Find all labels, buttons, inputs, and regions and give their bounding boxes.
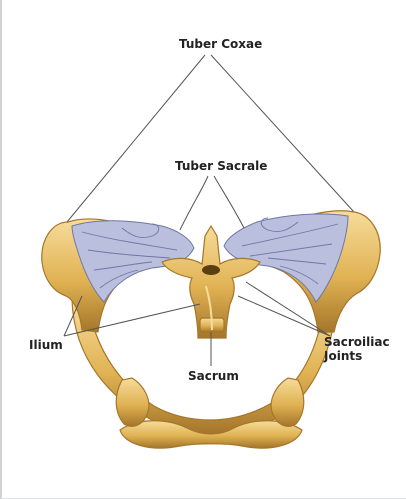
label-sacrum: Sacrum: [188, 370, 239, 384]
label-ilium: Ilium: [29, 339, 63, 353]
leader-line-tuber-coxae-left: [67, 55, 205, 222]
ischium-right: [271, 378, 304, 426]
sacral-canal: [202, 265, 220, 275]
label-sacroiliac-joints: Sacroiliac Joints: [324, 336, 390, 364]
ischium-left: [116, 378, 149, 426]
leader-line-tuber-coxae-right: [211, 55, 354, 212]
leader-line-tuber-sacrale-right: [214, 176, 244, 228]
label-tuber-sacrale: Tuber Sacrale: [175, 160, 267, 174]
leader-line-tuber-sacrale-left: [180, 176, 208, 230]
label-tuber-coxae: Tuber Coxae: [179, 38, 262, 52]
